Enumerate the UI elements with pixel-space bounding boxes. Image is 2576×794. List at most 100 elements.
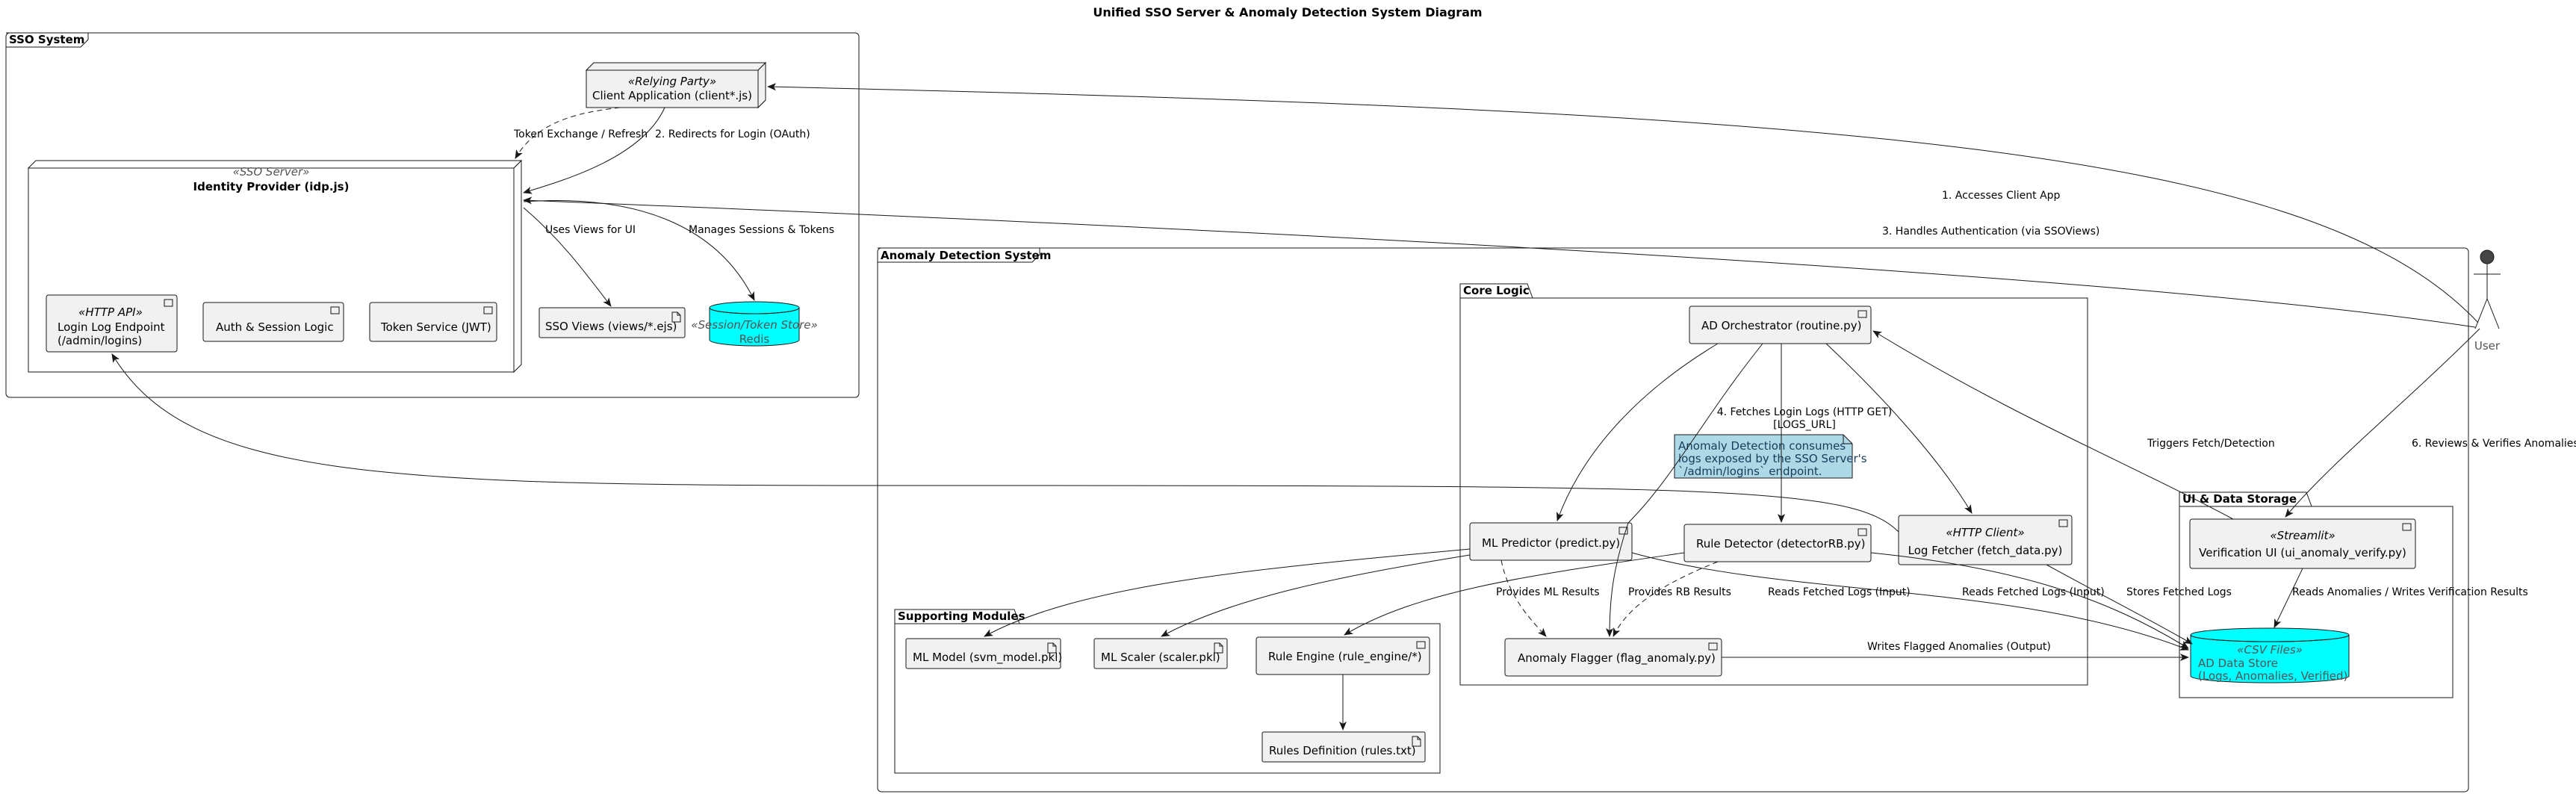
edge-reads-logs-rb: [1870, 552, 2189, 649]
orchestrator-label: AD Orchestrator (routine.py): [1701, 319, 1861, 332]
user-label: User: [2474, 339, 2501, 353]
edge-rule-engine: [1344, 552, 1685, 636]
label-writes-flagged: Writes Flagged Anomalies (Output): [1867, 641, 2051, 653]
edges: [111, 83, 2480, 731]
verification-ui-component[interactable]: «Streamlit» Verification UI (ui_anomaly_…: [2189, 518, 2416, 569]
label-rb-results: Provides RB Results: [1628, 586, 1731, 598]
edge-handles-auth: [523, 196, 2476, 328]
redis-label: Redis: [739, 332, 770, 346]
edge-orch-ml: [1557, 343, 1719, 521]
component-icon: [1708, 642, 1718, 651]
sso-views-artifact[interactable]: SSO Views (views/*.ejs): [539, 307, 686, 338]
rules-definition-artifact[interactable]: Rules Definition (rules.txt): [1261, 731, 1426, 763]
edge-reads-logs-ml: [1631, 552, 2189, 651]
ml-model-artifact[interactable]: ML Model (svm_model.pkl): [905, 638, 1062, 669]
auth-session-label: Auth & Session Logic: [216, 320, 334, 334]
label-reviews: 6. Reviews & Verifies Anomalies: [2412, 438, 2576, 450]
component-icon: [330, 306, 340, 314]
edge-rb-results: [1613, 561, 1719, 637]
label-reads-anomalies: Reads Anomalies / Writes Verification Re…: [2292, 586, 2528, 598]
rule-detector-component[interactable]: Rule Detector (detectorRB.py): [1683, 524, 1872, 562]
component-icon: [483, 306, 493, 314]
login-log-stereotype: «HTTP API»: [78, 305, 143, 319]
client-app-stereotype: «Relying Party»: [628, 75, 716, 88]
rule-engine-component[interactable]: Rule Engine (rule_engine/*): [1256, 636, 1430, 675]
client-app-label: Client Application (client*.js): [592, 89, 752, 102]
anomaly-flagger-component[interactable]: Anomaly Flagger (flag_anomaly.py): [1504, 638, 1722, 677]
label-fetches-logs-1: 4. Fetches Login Logs (HTTP GET): [1717, 406, 1893, 418]
anomaly-detection-label: Anomaly Detection System: [881, 249, 1051, 262]
edge-reads-anomalies: [2274, 568, 2303, 628]
token-service-component[interactable]: Token Service (JWT): [369, 302, 497, 342]
anomaly-flagger-label: Anomaly Flagger (flag_anomaly.py): [1518, 651, 1716, 666]
edge-orch-fetcher: [1825, 343, 1973, 514]
component-icon: [2058, 519, 2068, 527]
edge-triggers: [1872, 330, 2234, 520]
core-logic-package: Core Logic: [1459, 283, 2088, 686]
artifact-icon: [1047, 642, 1057, 654]
login-log-label-line2: (/admin/logins): [58, 334, 142, 347]
label-uses-views: Uses Views for UI: [545, 224, 636, 236]
auth-session-component[interactable]: Auth & Session Logic: [202, 302, 344, 342]
edge-ml-model: [984, 548, 1471, 637]
component-icon: [1416, 641, 1426, 649]
ml-predictor-component[interactable]: ML Predictor (predict.py): [1469, 522, 1633, 561]
label-manages-sessions: Manages Sessions & Tokens: [689, 224, 834, 236]
edge-reviews: [2285, 328, 2480, 518]
edge-labels: 1. Accesses Client App 2. Redirects for …: [513, 128, 2576, 653]
label-redirects-login: 2. Redirects for Login (OAuth): [655, 128, 810, 140]
edge-uses-views: [523, 207, 612, 307]
ad-data-store-database[interactable]: «CSV Files» AD Data Store (Logs, Anomali…: [2190, 627, 2350, 683]
anomaly-detection-frame: Anomaly Detection System: [877, 247, 2469, 793]
ad-store-stereotype: «CSV Files»: [2237, 643, 2303, 657]
orchestrator-component[interactable]: AD Orchestrator (routine.py): [1689, 305, 1872, 344]
user-actor[interactable]: User: [2474, 249, 2501, 353]
ui-data-storage-package: UI & Data Storage: [2179, 491, 2454, 698]
login-log-label-line1: Login Log Endpoint: [58, 320, 165, 334]
login-log-endpoint-component[interactable]: «HTTP API» Login Log Endpoint (/admin/lo…: [46, 294, 178, 353]
rule-engine-label: Rule Engine (rule_engine/*): [1268, 650, 1422, 664]
supporting-modules-package: Supporting Modules: [894, 609, 1441, 774]
redis-stereotype: «Session/Token Store»: [691, 318, 817, 332]
label-reads-logs-ml: Reads Fetched Logs (Input): [1768, 586, 1911, 598]
label-triggers: Triggers Fetch/Detection: [2147, 438, 2275, 450]
component-icon: [164, 299, 173, 307]
component-icon: [1857, 528, 1867, 536]
edge-manages-sessions: [523, 200, 755, 301]
component-icon: [2402, 523, 2412, 531]
ui-data-storage-label: UI & Data Storage: [2182, 492, 2297, 506]
artifact-icon: [1214, 642, 1223, 654]
note-line-1: Anomaly Detection consumes: [1678, 439, 1846, 453]
edge-accesses-client: [767, 83, 2479, 323]
ml-scaler-artifact[interactable]: ML Scaler (scaler.pkl): [1093, 638, 1228, 669]
artifact-icon: [671, 311, 681, 323]
artifact-icon: [1412, 736, 1421, 747]
verification-ui-stereotype: «Streamlit»: [2270, 529, 2335, 542]
client-application-node[interactable]: «Relying Party» Client Application (clie…: [585, 61, 767, 109]
sso-views-label: SSO Views (views/*.ejs): [545, 320, 677, 333]
edge-fetches-logs: [111, 353, 1899, 533]
log-fetcher-component[interactable]: «HTTP Client» Log Fetcher (fetch_data.py…: [1898, 515, 2073, 565]
log-fetcher-label: Log Fetcher (fetch_data.py): [1908, 544, 2063, 558]
label-ml-results: Provides ML Results: [1496, 586, 1600, 598]
edge-ml-results: [1500, 559, 1547, 637]
redis-database[interactable]: «Session/Token Store» Redis: [691, 301, 818, 347]
actor-head: [2480, 249, 2495, 264]
edge-ml-scaler: [1161, 554, 1471, 637]
log-fetcher-stereotype: «HTTP Client»: [1946, 526, 2024, 539]
label-fetches-logs-2: [LOGS_URL]: [1773, 419, 1836, 431]
ml-scaler-label: ML Scaler (scaler.pkl): [1101, 651, 1220, 664]
ml-model-label: ML Model (svm_model.pkl): [913, 651, 1062, 665]
rules-definition-label: Rules Definition (rules.txt): [1269, 744, 1416, 757]
token-service-label: Token Service (JWT): [380, 320, 491, 334]
ad-store-line-1: AD Data Store: [2198, 657, 2278, 670]
edge-stores-logs: [2046, 564, 2193, 645]
note-line-2: logs exposed by the SSO Server's: [1678, 452, 1867, 465]
edge-token-exchange: [515, 107, 621, 159]
label-reads-logs-rb: Reads Fetched Logs (Input): [1962, 586, 2105, 598]
core-logic-label: Core Logic: [1463, 284, 1530, 297]
rule-detector-label: Rule Detector (detectorRB.py): [1696, 537, 1865, 550]
idp-label: Identity Provider (idp.js): [193, 180, 350, 193]
idp-stereotype: «SSO Server»: [233, 165, 310, 179]
